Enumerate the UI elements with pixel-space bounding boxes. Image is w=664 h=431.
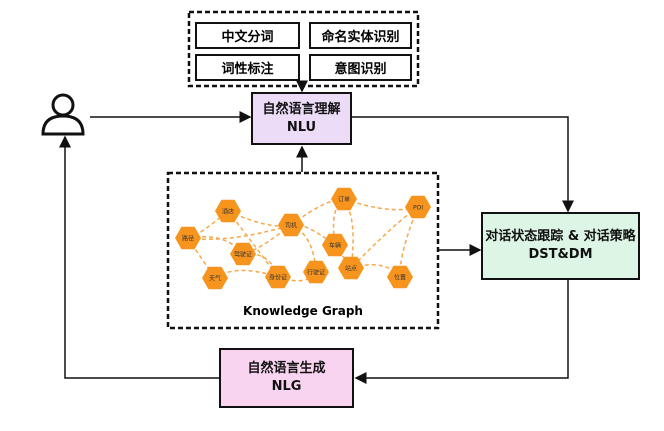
kg-node-label: 驾驶证	[234, 251, 252, 259]
kg-node-label: 行驶证	[307, 269, 325, 277]
kg-node-hexagon	[387, 265, 413, 289]
kg-node: 站点	[338, 256, 364, 280]
kg-node-hexagon	[405, 195, 431, 219]
kg-node: 行驶证	[303, 260, 329, 284]
task-intent: 意图识别	[309, 54, 412, 81]
kg-node-hexagon	[265, 265, 291, 289]
kg-edge	[242, 224, 292, 255]
kg-node-hexagon	[278, 213, 304, 237]
arrow-dst-to-nlg	[354, 280, 569, 384]
nlg-box: 自然语言生成 NLG	[219, 348, 354, 408]
kg-node: POI	[405, 195, 431, 219]
kg-node: 位置	[387, 265, 413, 289]
kg-node: 司机	[278, 213, 304, 237]
kg-edge	[242, 253, 279, 278]
kg-node-hexagon	[202, 266, 228, 290]
nlg-subtitle: NLG	[271, 379, 302, 394]
kg-node-hexagon	[230, 242, 256, 266]
kg-edge	[350, 206, 419, 269]
arrow-nlu-to-dst	[352, 116, 574, 213]
kg-node-label: 酒店	[222, 208, 234, 216]
kg-node: 身份证	[265, 265, 291, 289]
kg-node: 驾驶证	[230, 242, 256, 266]
kg-node: 路径	[175, 226, 201, 250]
task-ner: 命名实体识别	[309, 22, 412, 49]
nlu-title: 自然语言理解	[262, 101, 341, 117]
kg-node-hexagon	[175, 226, 201, 250]
kg-node-hexagon	[338, 256, 364, 280]
kg-node-hexagon	[331, 187, 357, 211]
kg-node-label: 站点	[345, 265, 357, 273]
kg-node-label: 天气	[209, 275, 221, 283]
task-pos-tagging: 词性标注	[195, 54, 300, 81]
kg-node-hexagon	[215, 199, 241, 223]
knowledge-graph-label: Knowledge Graph	[243, 304, 363, 318]
dst-subtitle: DST&DM	[528, 247, 593, 262]
kg-node-hexagon	[303, 260, 329, 284]
kg-node-label: 位置	[394, 274, 406, 282]
task-word-segmentation: 中文分词	[195, 22, 300, 49]
kg-node-label: 订单	[338, 196, 350, 204]
nlu-box: 自然语言理解 NLU	[251, 92, 352, 145]
nlg-title: 自然语言生成	[247, 361, 326, 376]
kg-node-label: 司机	[285, 222, 297, 230]
kg-node: 车辆	[322, 233, 348, 257]
kg-node-label: POI	[413, 205, 423, 212]
kg-node-label: 身份证	[269, 274, 287, 282]
nlu-subtitle: NLU	[286, 119, 317, 135]
kg-node-hexagon	[322, 233, 348, 257]
kg-node: 订单	[331, 187, 357, 211]
kg-node-label: 路径	[182, 235, 194, 243]
kg-node: 酒店	[215, 199, 241, 223]
kg-node: 天气	[202, 266, 228, 290]
kg-edge	[227, 210, 279, 278]
kg-edge	[343, 198, 354, 269]
dst-box: 对话状态跟踪 & 对话策略 DST&DM	[481, 212, 640, 280]
arrow-nlg-to-user	[59, 135, 219, 379]
dst-title: 对话状态跟踪 & 对话策略	[485, 229, 636, 244]
user-icon	[41, 93, 85, 136]
kg-node-label: 车辆	[329, 242, 341, 250]
